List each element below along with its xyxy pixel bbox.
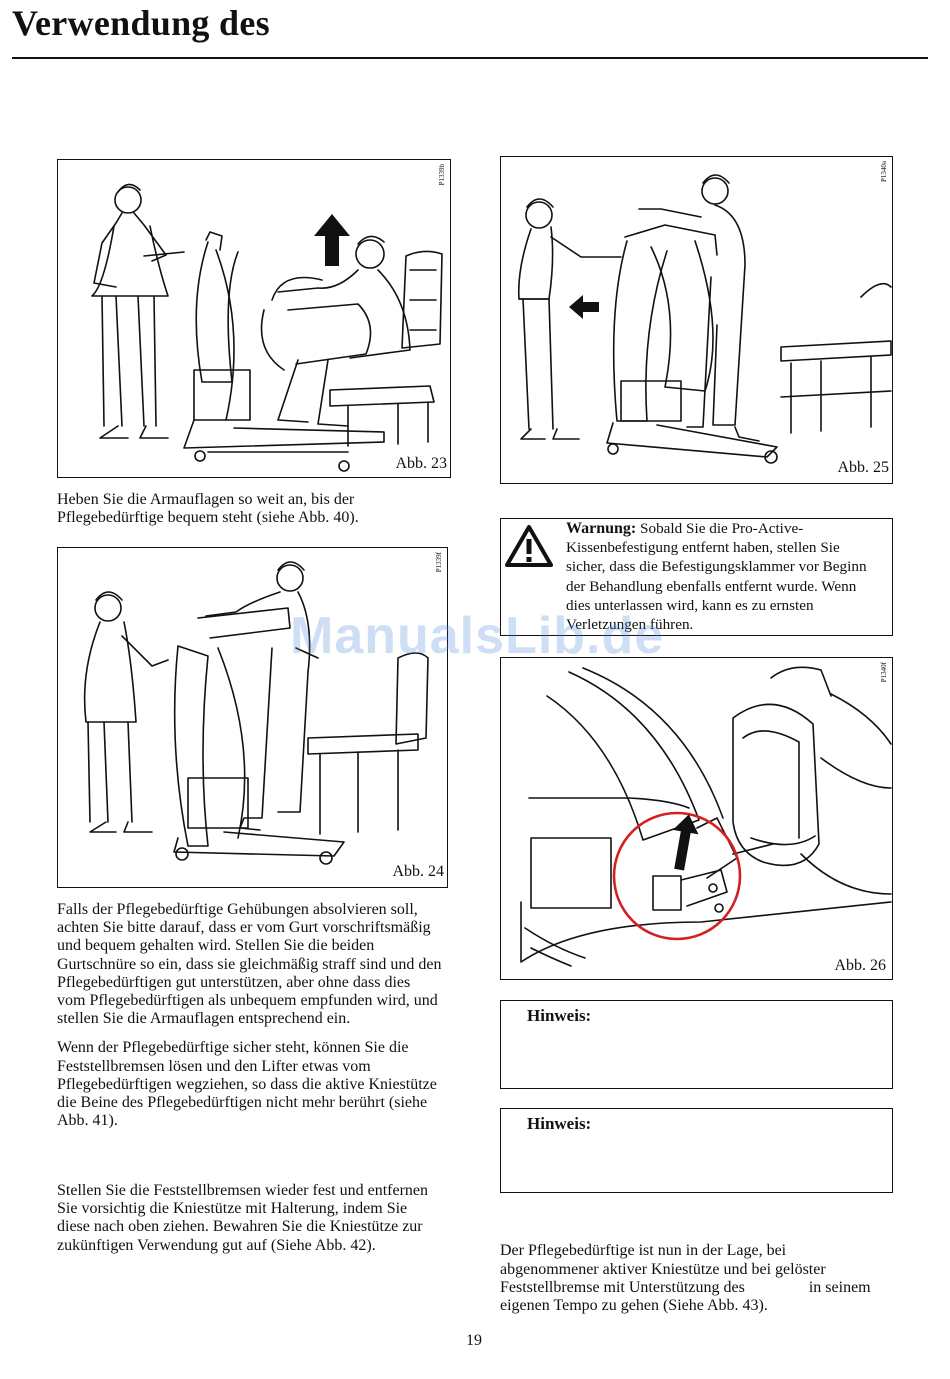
note-label: Hinweis: (527, 1114, 592, 1133)
highlight-circle (612, 811, 742, 941)
page-title: Verwendung des (12, 3, 270, 43)
up-arrow-icon (672, 814, 699, 871)
watermark: ManualsLib.de (290, 607, 665, 665)
text-block-raise-armrests: Heben Sie die Armauflagen so weit an, bi… (57, 491, 437, 538)
figure-caption: Abb. 23 (395, 455, 447, 472)
warning-label: Warnung: (566, 520, 637, 537)
note-box: Hinweis: (500, 1108, 893, 1193)
page-number: 19 (466, 1332, 482, 1349)
paragraph: Stellen Sie die Feststellbremsen wieder … (57, 1182, 429, 1254)
illustration-abb-25 (517, 174, 892, 464)
note-label: Hinweis: (527, 1006, 592, 1025)
illustration-abb-24 (83, 561, 429, 865)
note-box: Hinweis: (500, 1000, 893, 1089)
warning-box: Warnung: Sobald Sie die Pro-Active-Kisse… (500, 518, 893, 636)
up-arrow-icon (314, 214, 350, 266)
warning-body: Sobald Sie die Pro-Active-Kissenbefestig… (566, 520, 867, 634)
illustration-abb-23 (91, 183, 443, 472)
figure-code: P1339f (435, 552, 443, 573)
figure-abb-25: P1340a Abb. 25 (500, 156, 893, 484)
paragraph: Heben Sie die Armauflagen so weit an, bi… (57, 491, 359, 527)
figure-abb-24: P1339f Abb. 24 (57, 547, 448, 888)
figure-abb-26: P1340f Abb. 26 (500, 657, 893, 980)
figure-code: P1339b (438, 164, 446, 186)
figure-caption: Abb. 26 (834, 957, 886, 974)
warning-text: Warnung: Sobald Sie die Pro-Active-Kisse… (566, 519, 876, 634)
paragraph: Falls der Pflegebedürftige Gehübungen ab… (57, 901, 442, 1028)
illustration-abb-26 (520, 666, 892, 967)
left-arrow-icon (569, 295, 599, 319)
figure-code: P1340a (880, 161, 888, 182)
warning-triangle-icon (505, 525, 553, 567)
text-block-walking-exercises: Falls der Pflegebedürftige Gehübungen ab… (57, 901, 442, 1141)
figure-caption: Abb. 25 (837, 459, 889, 476)
figure-abb-23: P1339b Abb. 23 (57, 159, 451, 478)
header-rule (12, 57, 928, 59)
paragraph: Wenn der Pflegebedürftige sicher steht, … (57, 1039, 437, 1130)
figure-code: P1340f (880, 662, 888, 683)
text-block-patient-walking: Der Pflegebedürftige ist nun in der Lage… (500, 1206, 876, 1344)
paragraph: Der Pflegebedürftige ist nun in der Lage… (500, 1242, 875, 1315)
figure-caption: Abb. 24 (392, 863, 444, 880)
text-block-remove-knee-support: Stellen Sie die Feststellbremsen wieder … (57, 1182, 442, 1266)
